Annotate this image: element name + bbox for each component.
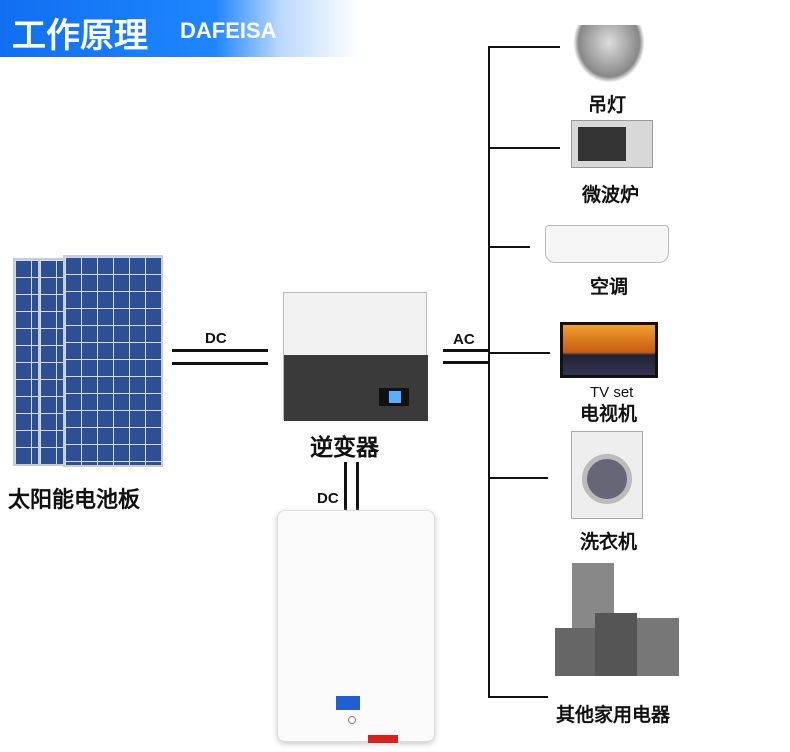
chandelier-icon [573,25,645,83]
battery-display [336,696,360,710]
tv-icon [560,322,658,378]
appliance-label: 其他家用电器 [556,704,671,726]
washing-machine-icon [571,431,643,519]
branch-line [488,696,548,698]
appliance-label: 洗衣机 [580,531,638,553]
dishwasher-icon [595,613,637,676]
solar-panel [63,255,163,467]
ac-wire [443,361,489,364]
battery-power-button-icon [348,716,356,724]
battery-terminal [368,735,398,743]
dryer-icon [555,628,595,676]
battery-dc-wire [356,462,359,510]
appliance-label: 空调 [590,276,629,298]
battery-dc-wire [344,462,347,510]
dc-wire [172,362,268,365]
inverter-label: 逆变器 [310,435,379,461]
branch-line [488,246,530,248]
branch-line [488,477,548,479]
battery-dc-label: DC [317,490,339,507]
title: 工作原理 [12,16,148,56]
microwave-icon [571,120,653,168]
oven-icon [637,618,679,676]
brand: DAFEISA [180,18,277,43]
inverter-display [379,388,409,406]
appliance-label: 吊灯 [588,94,627,116]
home-appliances-icon [555,563,680,678]
tv-sublabel: TV set [590,384,634,401]
air-conditioner-icon [545,225,669,263]
dc-wire [172,349,268,352]
branch-line [488,147,560,149]
dc-label: DC [205,330,227,347]
title-banner: 工作原理 DAFEISA [0,0,390,57]
branch-line [488,352,550,354]
appliance-label: 微波炉 [582,184,640,206]
battery-image [277,510,435,743]
solar-panel-label: 太阳能电池板 [8,488,141,513]
inverter-image [283,292,428,421]
appliance-label: 电视机 [580,403,638,425]
branch-line [488,46,560,48]
ac-wire [443,349,489,352]
ac-bus-line [488,46,490,698]
ac-label: AC [453,331,475,348]
